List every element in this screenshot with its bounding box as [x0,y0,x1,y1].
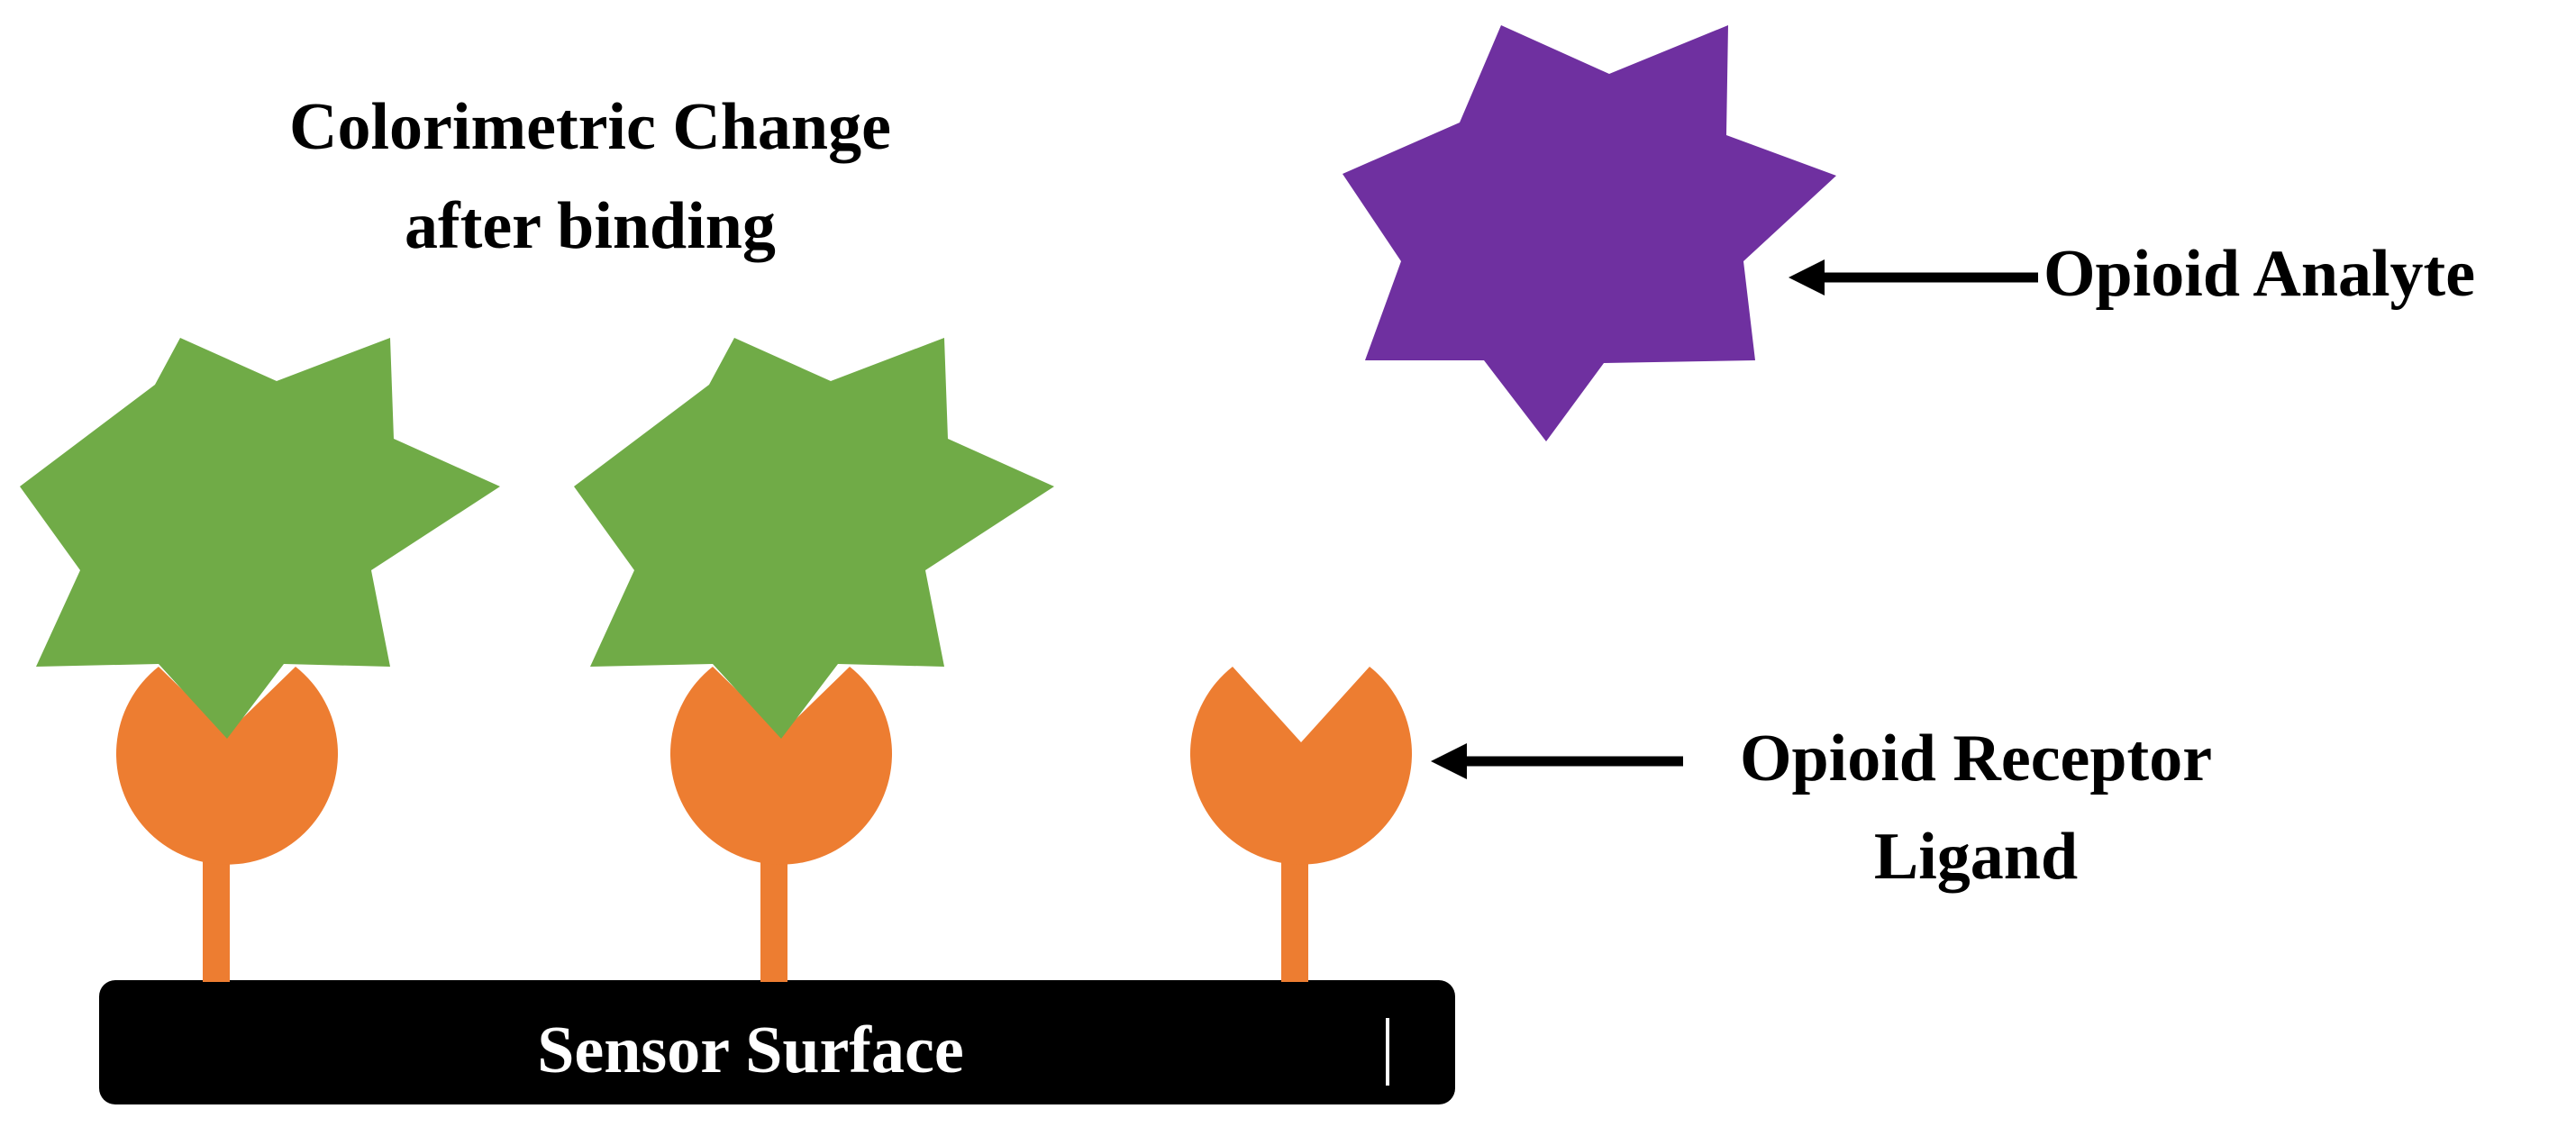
opioid-analyte-star [1343,25,1836,441]
analyte-arrow-head [1789,259,1825,295]
receptor-stem-2 [760,842,787,982]
receptor-head-2 [670,667,892,865]
receptor-stem-1 [203,842,230,982]
analyte-label: Opioid Analyte [2044,237,2475,311]
colorimetric-label-line2: after binding [405,189,776,263]
sensor-surface [99,980,1455,1104]
receptor-label-line2: Ligand [1874,820,2078,894]
receptor-arrow-head [1431,743,1467,779]
colorimetric-label-line1: Colorimetric Change [289,90,891,164]
sensor-surface-label: Sensor Surface [537,1013,963,1087]
bound-analyte-star-2 [574,338,1054,739]
receptor-head-1 [115,667,339,865]
receptor-label-line1: Opioid Receptor [1740,722,2212,795]
receptor-stem-3 [1281,842,1308,982]
bound-analyte-star-1 [20,338,500,739]
receptor-head-3 [1190,667,1412,865]
